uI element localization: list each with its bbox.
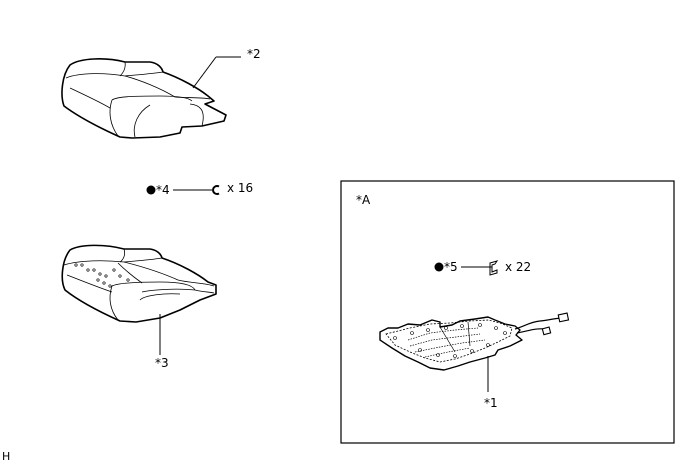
detail-box	[340, 180, 675, 444]
seat-pad-illustration	[61, 244, 217, 323]
seat-cover-callout: *2	[247, 47, 261, 61]
seat-pad-callout: *3	[155, 356, 169, 370]
seat-cover-illustration	[61, 58, 227, 139]
clip-quantity: x 22	[505, 260, 531, 274]
hog-ring-callout: *4	[156, 183, 170, 197]
filled-dot-icon	[434, 262, 444, 272]
seat-heater-illustration	[379, 312, 570, 371]
corner-mark: H	[2, 450, 10, 463]
clip-callout: *5	[444, 260, 458, 274]
clip-icon	[489, 260, 499, 276]
hog-ring-quantity: x 16	[227, 181, 253, 195]
seat-cover-leader	[192, 56, 217, 89]
filled-dot-icon	[146, 185, 156, 195]
detail-box-callout: *A	[356, 193, 371, 207]
c-ring-icon	[212, 185, 220, 195]
heater-callout: *1	[484, 396, 498, 410]
